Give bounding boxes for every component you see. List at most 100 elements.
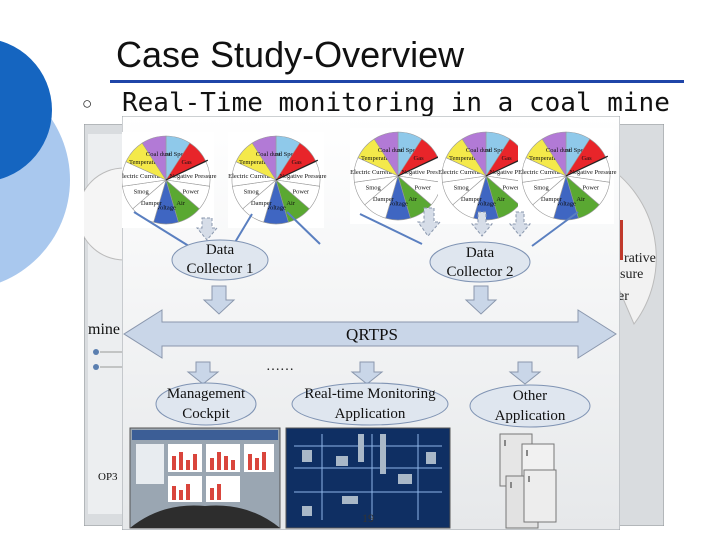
management-cockpit-node: Management Cockpit <box>155 382 257 426</box>
background-word-1: rative <box>624 251 656 266</box>
wheel-label: Smog <box>454 184 470 191</box>
wheel-slice <box>141 135 167 182</box>
qrtps-bus: QRTPS <box>123 309 617 359</box>
wheel-label: Air <box>286 200 296 207</box>
wheel-label: Power <box>292 188 309 195</box>
wheel-slice <box>251 135 277 182</box>
background-word-3: er <box>618 289 629 304</box>
app-3-line-1: Other <box>513 388 547 404</box>
wheel-label: Temperature <box>449 155 482 162</box>
background-left-label: mine <box>88 321 120 338</box>
wheel-label: Air <box>496 196 506 203</box>
wheel-slice <box>373 131 399 178</box>
background-left-code: OP3 <box>98 471 118 483</box>
bullet-marker-icon: ○ <box>82 94 93 113</box>
wheel-label: Air <box>576 196 586 203</box>
wheel-label: Damper <box>541 196 563 203</box>
bus-to-app-arrows <box>186 361 542 385</box>
cockpit-screenshot <box>129 427 281 529</box>
wheel-label: Gas <box>502 155 513 162</box>
wheel-label: Smog <box>534 184 550 191</box>
bullet-text: Real-Time monitoring in a coal mine <box>122 88 670 118</box>
wheel-label: Power <box>414 184 431 191</box>
wheel-label: Negative Pressure <box>169 173 216 180</box>
collector-2-line-1: Data <box>466 245 495 261</box>
wheel-label: Smog <box>244 188 260 195</box>
page-number: 19 <box>362 511 374 525</box>
wheel-label: Damper <box>373 196 395 203</box>
wheel-label: Temperature <box>129 159 162 166</box>
ellipsis: …… <box>266 359 294 374</box>
collector-1-line-1: Data <box>206 242 235 258</box>
wheel-label: Wind Speed <box>390 147 422 154</box>
wheel-label: Temperature <box>529 155 562 162</box>
app-2-line-1: Real-time Monitoring <box>304 386 436 402</box>
data-collector-1: Data Collector 1 <box>171 239 269 281</box>
wheel-label: Electric Current <box>518 169 560 176</box>
wheel-label: Power <box>582 184 599 191</box>
wheel-label: Damper <box>141 200 163 207</box>
wheel-label: Electric Current <box>350 169 392 176</box>
wheel-label: Smog <box>366 184 382 191</box>
wheel-label: Gas <box>582 155 593 162</box>
wheel-needle <box>565 155 609 177</box>
background-word-2: sure <box>620 267 643 282</box>
wheel-slice <box>461 131 487 178</box>
wheel-label: Gas <box>414 155 425 162</box>
slide-title: Case Study-Overview <box>116 34 465 75</box>
wheel-label: Temperature <box>239 159 272 166</box>
wheel-label: Power <box>182 188 199 195</box>
wheel-slice <box>541 131 567 178</box>
app-1-line-1: Management <box>167 386 246 402</box>
app-2-line-2: Application <box>335 406 406 422</box>
wheel-needle <box>275 159 319 181</box>
collector-to-bus-arrows <box>202 285 498 315</box>
wheel-label: Electric Current <box>438 169 480 176</box>
wheel-label: Wind Speed <box>558 147 590 154</box>
wheel-label: Damper <box>461 196 483 203</box>
wheel-label: Electric Current <box>228 173 270 180</box>
blue-circle <box>0 40 52 180</box>
wheel-label: Negative Pressure <box>489 169 536 176</box>
server-icon <box>499 433 557 529</box>
fan-in-lines <box>133 211 579 249</box>
wheel-label: Air <box>408 196 418 203</box>
wheel-label: Voltage <box>156 204 176 211</box>
wheel-label: Coal dust <box>378 147 403 154</box>
title-underline <box>110 80 684 83</box>
wheel-label: Coal dust <box>256 151 281 158</box>
background-dot <box>93 364 99 370</box>
wheel-label: Voltage <box>388 200 408 207</box>
wheel-label: Negative Pressure <box>401 169 448 176</box>
qrtps-label: QRTPS <box>346 325 398 344</box>
decorative-circles <box>0 40 70 283</box>
wheel-label: Voltage <box>476 200 496 207</box>
wheel-label: Wind Speed <box>158 151 190 158</box>
wheel-label: Coal dust <box>146 151 171 158</box>
wheel-label: Air <box>176 200 186 207</box>
wheel-needle <box>165 159 209 181</box>
wheel-label: Temperature <box>361 155 394 162</box>
wheel-label: Smog <box>134 188 150 195</box>
wheel-label: Coal dust <box>466 147 491 154</box>
background-dot <box>93 349 99 355</box>
wheel-label: Gas <box>182 159 193 166</box>
wheel-label: Damper <box>251 200 273 207</box>
wheel-label: Electric Current <box>122 173 160 180</box>
wheel-label: Power <box>502 184 519 191</box>
wheel-needle <box>397 155 441 177</box>
collector-1-line-2: Collector 1 <box>186 261 253 277</box>
wheel-label: Wind Speed <box>268 151 300 158</box>
realtime-monitoring-node: Real-time Monitoring Application <box>291 382 449 426</box>
other-application-node: Other Application <box>469 384 591 428</box>
collector-2-line-2: Collector 2 <box>446 264 513 280</box>
wheel-label: Negative Pressure <box>279 173 326 180</box>
wheel-label: Gas <box>292 159 303 166</box>
app-1-line-2: Cockpit <box>182 406 230 422</box>
app-3-line-2: Application <box>495 408 566 424</box>
